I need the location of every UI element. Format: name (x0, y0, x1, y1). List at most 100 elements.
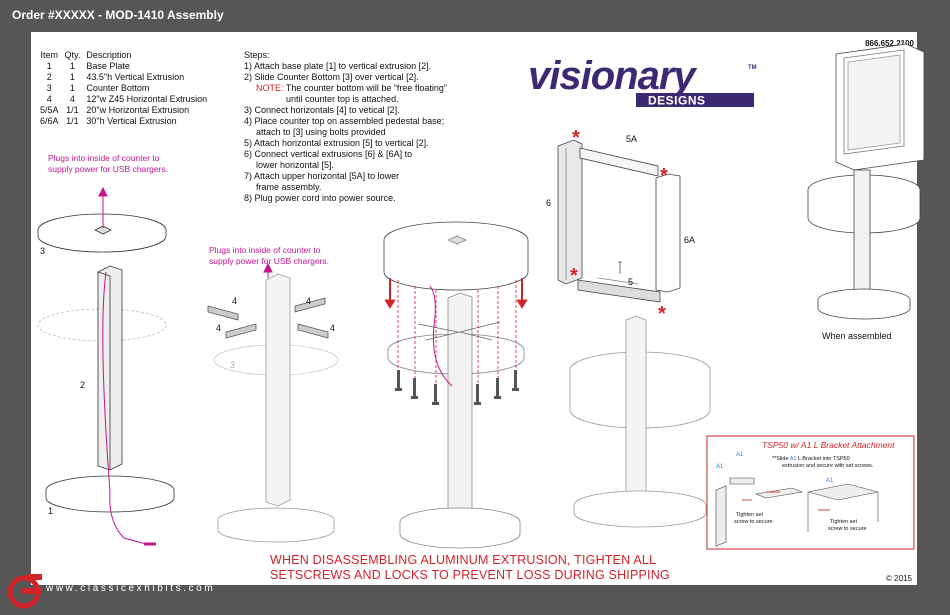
label-a1-third: A1 (826, 478, 834, 484)
note-label: NOTE: (256, 83, 284, 93)
label-5a: 5A (626, 134, 637, 144)
callout-a-line2: supply power for USB chargers. (48, 164, 168, 174)
item-cell: 2 (46, 72, 52, 82)
step-5: 5) Attach horizontal extrusion [5] to ve… (244, 138, 429, 148)
step-7-cont: frame assembly. (256, 182, 322, 192)
page-title: Order #XXXXX - MOD-1410 Assembly (12, 8, 224, 22)
label-3: 3 (40, 246, 45, 256)
qty-cell: 1 (69, 72, 75, 82)
item-cell: 4 (46, 94, 52, 104)
usb-callouts: Plugs into inside of counter to supply p… (48, 153, 329, 266)
label-6a: 6A (684, 235, 695, 245)
step-6: 6) Connect vertical extrusions [6] & [6A… (244, 149, 413, 159)
label-4d: 4 (330, 323, 335, 333)
description-cell: Base Plate (86, 61, 130, 71)
footer-url[interactable]: www.classicexhibits.com (46, 583, 216, 594)
star-icon: * (658, 303, 666, 325)
table-row: 2 1 43.5"h Vertical Extrusion (40, 72, 211, 83)
description-cell: 20"w Horizontal Extrusion (86, 105, 190, 115)
assembled-caption: When assembled (822, 331, 892, 341)
qty-cell: 1/1 (66, 116, 79, 126)
label-4c: 4 (216, 323, 221, 333)
note-text: The counter bottom will be “free floatin… (283, 83, 447, 93)
figure-2-horizontals (207, 273, 339, 543)
qty-cell: 1 (69, 61, 75, 71)
step-6-cont: lower horizontal [5]. (256, 160, 335, 170)
figure-3-arrows (384, 278, 528, 309)
description-cell: 43.5"h Vertical Extrusion (86, 72, 185, 82)
label-2: 2 (80, 380, 85, 390)
label-6: 6 (546, 198, 551, 208)
parts-table-header: Item Qty. Description (40, 50, 211, 61)
item-cell: 5/5A (40, 105, 59, 115)
step-1: 1) Attach base plate [1] to vertical ext… (244, 61, 432, 71)
qty-cell: 4 (69, 94, 75, 104)
step-7: 7) Attach upper horizontal [5A] to lower (244, 171, 400, 181)
step-3: 3) Connect horizontals [4] to vetical [2… (244, 105, 400, 115)
power-cords (98, 186, 453, 546)
step-2-note-cont: until counter top is attached. (286, 94, 399, 104)
step-4-cont: attach to [3] using bolts provided (256, 127, 386, 137)
label-a1-first: A1 (716, 464, 724, 470)
tighten-2b: screw to secure (828, 526, 867, 532)
step-4: 4) Place counter top on assembled pedest… (244, 116, 445, 126)
classic-exhibits-logo-icon (7, 574, 42, 609)
label-1: 1 (48, 506, 53, 516)
description-cell: 30"h Vertical Extrusion (86, 116, 177, 126)
brand-tm: TM (748, 65, 757, 71)
star-icon: * (572, 127, 580, 149)
warning-line-2: SETSCREWS AND LOCKS TO PREVENT LOSS DURI… (270, 568, 670, 582)
label-3b: 3 (230, 360, 235, 370)
label-5: 5 (628, 277, 633, 287)
label-a1-second: A1 (736, 452, 744, 458)
assembly-steps: Steps: 1) Attach base plate [1] to verti… (244, 50, 447, 204)
star-icon: * (660, 165, 668, 187)
col-qty: Qty. (64, 50, 81, 60)
warning-line-1: WHEN DISASSEMBLING ALUMINUM EXTRUSION, T… (270, 553, 657, 567)
inset-note-c: extrusion and secure with set screws. (782, 463, 874, 469)
tighten-1a: Tighten set (736, 512, 763, 518)
bolts (395, 370, 519, 405)
table-row: 5/5A 1/1 20"w Horizontal Extrusion (40, 105, 211, 116)
copyright: © 2015 (886, 574, 912, 583)
tighten-2a: Tighten set (830, 519, 857, 525)
figure-1-exploded (37, 213, 175, 513)
tighten-1b: screw to secure (734, 519, 773, 525)
brand-wordmark: visionary (528, 57, 697, 98)
inset-note-a: **Slide A1 L Bracket into TSP50 (772, 456, 850, 462)
step-2: 2) Slide Counter Bottom [3] over vertica… (244, 72, 419, 82)
diagram-labels: 3 2 1 4 4 4 4 3 5A 6 6A 5 (40, 134, 695, 516)
brand-bar (636, 93, 754, 107)
bracket-inset: TSP50 w/ A1 L Bracket Attachment **Slide… (706, 435, 915, 550)
shipping-warning: WHEN DISASSEMBLING ALUMINUM EXTRUSION, T… (270, 553, 670, 583)
figure-4-extrusions (557, 139, 681, 303)
description-cell: 12"w Z45 Horizontal Extrusion (86, 94, 208, 104)
col-description: Description (86, 50, 132, 60)
col-item: Item (40, 50, 59, 60)
inset-title: TSP50 w/ A1 L Bracket Attachment (762, 440, 895, 450)
description-cell: Counter Bottom (86, 83, 150, 93)
table-row: 4 4 12"w Z45 Horizontal Extrusion (40, 94, 211, 105)
star-icon: * (570, 265, 578, 287)
label-4a: 4 (232, 296, 237, 306)
phone-number: 866.652.2100 (865, 39, 914, 48)
step-2-note: NOTE: The counter bottom will be “free f… (244, 83, 447, 94)
figure-4-frame (569, 315, 711, 528)
brand-sub: DESIGNS (648, 94, 706, 108)
table-row: 6/6A 1/1 30"h Vertical Extrusion (40, 116, 211, 127)
figure-5-assembled (807, 43, 925, 320)
callout-b-line1: Plugs into inside of counter to (209, 245, 321, 255)
label-4b: 4 (306, 296, 311, 306)
callout-b-line2: supply power for USB chargers. (209, 256, 329, 266)
visionary-designs-logo: visionary TM DESIGNS (528, 57, 757, 108)
item-cell: 6/6A (40, 116, 59, 126)
qty-cell: 1 (69, 83, 75, 93)
figure-3-counter (383, 221, 529, 549)
qty-cell: 1/1 (66, 105, 79, 115)
callout-a-line1: Plugs into inside of counter to (48, 153, 160, 163)
title-bar: Order #XXXXX - MOD-1410 Assembly (0, 0, 950, 32)
